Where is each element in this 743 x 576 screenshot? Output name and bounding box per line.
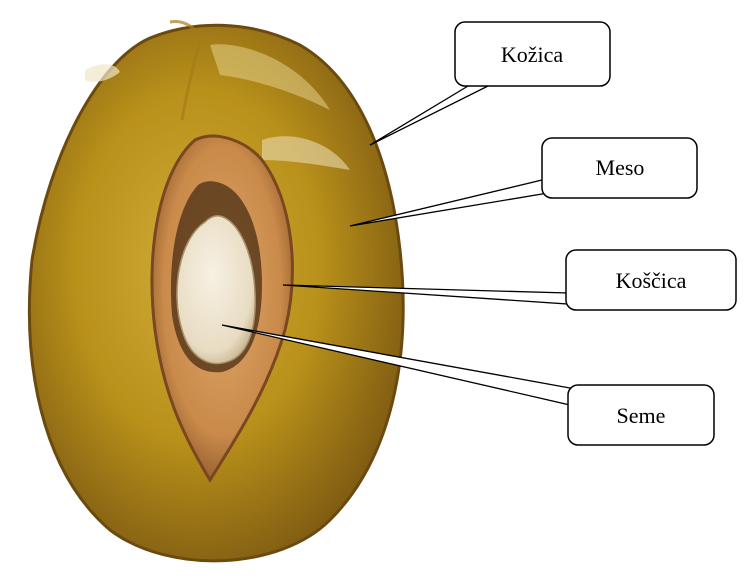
callout-seed: Seme bbox=[568, 385, 714, 445]
callout-skin-label: Kožica bbox=[501, 42, 564, 67]
leader-skin bbox=[370, 80, 496, 145]
callout-flesh: Meso bbox=[542, 138, 697, 198]
callout-flesh-label: Meso bbox=[596, 155, 645, 180]
callout-pit: Koščica bbox=[566, 250, 736, 310]
callout-pit-label: Koščica bbox=[616, 268, 687, 293]
callout-seed-label: Seme bbox=[617, 403, 666, 428]
callout-skin: Kožica bbox=[455, 22, 610, 86]
